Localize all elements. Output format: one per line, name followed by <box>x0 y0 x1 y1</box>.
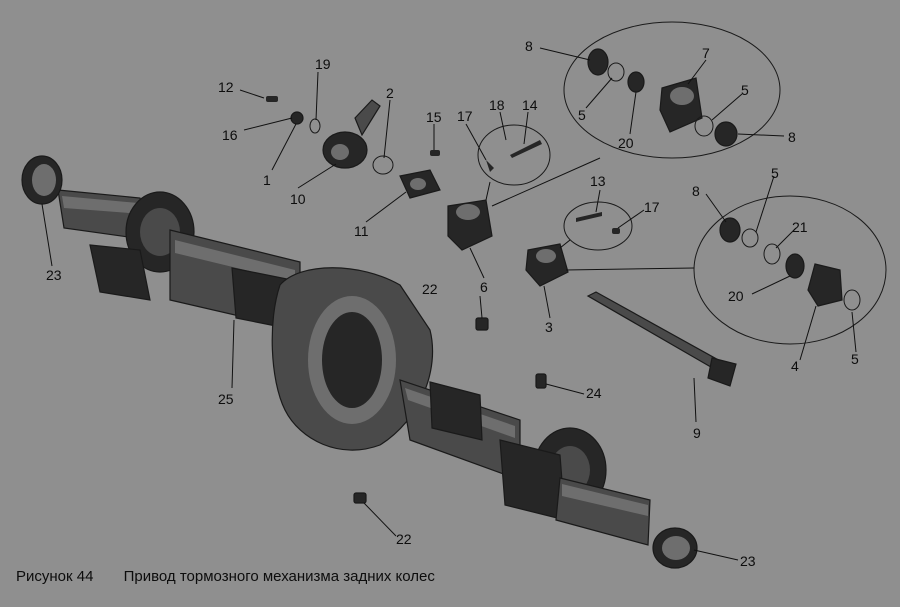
callout-24: 24 <box>586 385 602 401</box>
callout-22-upper: 22 <box>422 281 438 297</box>
callout-6: 6 <box>480 279 488 295</box>
callout-1: 1 <box>263 172 271 188</box>
support-bracket-3 <box>525 243 569 287</box>
callout-21: 21 <box>792 219 808 235</box>
callout-5-top-right: 5 <box>741 82 749 98</box>
callout-17-upper: 17 <box>457 108 473 124</box>
leader-lines <box>41 47 857 561</box>
brake-camshaft <box>586 291 737 387</box>
callout-labels: 12 19 2 16 1 10 11 15 17 18 14 6 13 17 3… <box>46 38 859 569</box>
bearing-ring-left <box>21 155 63 205</box>
clamp-bracket <box>399 169 441 199</box>
callout-2: 2 <box>386 85 394 101</box>
callout-23-left: 23 <box>46 267 62 283</box>
callout-8-top-right: 8 <box>788 129 796 145</box>
callout-16: 16 <box>222 127 238 143</box>
detail-circle-pins <box>477 124 551 186</box>
connector-lines <box>485 157 695 271</box>
callout-25: 25 <box>218 391 234 407</box>
callout-3: 3 <box>545 319 553 335</box>
callout-19: 19 <box>315 56 331 72</box>
support-bracket-6 <box>447 199 493 251</box>
worm-plug-parts <box>266 96 321 134</box>
bearing-ring-right <box>652 527 698 569</box>
callout-22-lower: 22 <box>396 531 412 547</box>
callout-12: 12 <box>218 79 234 95</box>
slack-adjuster <box>322 99 381 169</box>
bushing-lower <box>353 492 367 504</box>
grease-nipple <box>535 373 547 389</box>
pin-15 <box>430 150 440 156</box>
callout-7: 7 <box>702 45 710 61</box>
callout-4: 4 <box>791 358 799 374</box>
callout-23-right: 23 <box>740 553 756 569</box>
callout-18: 18 <box>489 97 505 113</box>
callout-13: 13 <box>590 173 606 189</box>
detail-group-upper <box>563 21 781 159</box>
callout-8-middle: 8 <box>692 183 700 199</box>
figure-title: Привод тормозного механизма задних колес <box>123 568 435 585</box>
callout-11: 11 <box>354 223 369 239</box>
callout-10: 10 <box>290 191 306 207</box>
axle-housing <box>57 189 651 546</box>
figure-caption: Рисунок 44 Привод тормозного механизма з… <box>16 568 435 585</box>
detail-group-lower <box>693 195 887 345</box>
callout-9: 9 <box>693 425 701 441</box>
detail-circle-bolt <box>563 201 633 251</box>
callout-5-middle: 5 <box>771 165 779 181</box>
clamp-ring <box>372 155 394 175</box>
callout-8-top: 8 <box>525 38 533 54</box>
figure-number: Рисунок 44 <box>16 568 94 585</box>
callout-17-lower: 17 <box>644 199 660 215</box>
callout-15: 15 <box>426 109 442 125</box>
callout-20-top: 20 <box>618 135 634 151</box>
callout-20-middle: 20 <box>728 288 744 304</box>
bushing-upper <box>475 317 489 331</box>
callout-14: 14 <box>522 97 538 113</box>
callout-5-top-left: 5 <box>578 107 586 123</box>
callout-5-bottom: 5 <box>851 351 859 367</box>
